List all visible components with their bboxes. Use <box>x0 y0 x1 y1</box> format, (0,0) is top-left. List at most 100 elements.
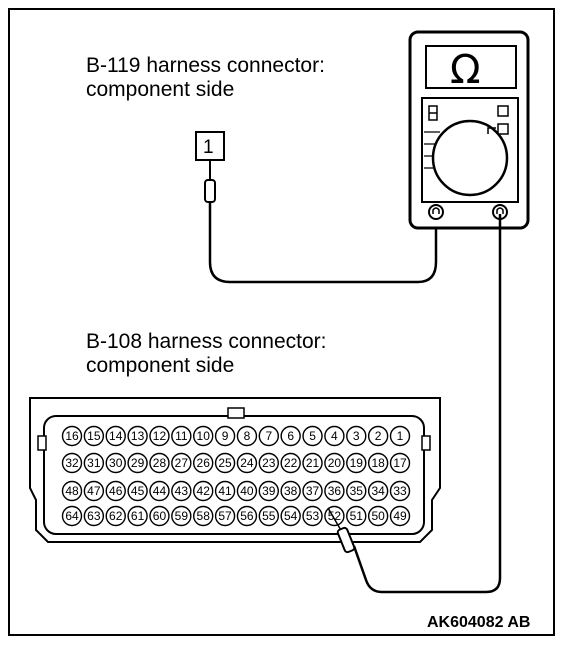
pin-16-label: 16 <box>65 429 79 443</box>
pin-43-circle <box>171 480 192 502</box>
pin-14-label: 14 <box>109 429 123 443</box>
pin-6-label: 6 <box>287 429 294 443</box>
pin-18-label: 18 <box>371 456 385 470</box>
pin-24-label: 24 <box>240 456 254 470</box>
pin-55-circle <box>258 505 279 527</box>
b119-probe-tip <box>204 179 216 203</box>
probe-lead-left <box>208 202 438 284</box>
pin-56-circle <box>236 505 258 527</box>
pin-43-label: 43 <box>175 484 189 498</box>
pin-8-label: 8 <box>244 429 251 443</box>
pin-38-label: 38 <box>284 484 298 498</box>
range-marks <box>424 131 440 169</box>
pin-10-label: 10 <box>197 429 211 443</box>
pin-59-circle <box>171 505 192 527</box>
ohm-symbol: Ω <box>450 47 481 93</box>
pin-42-circle <box>192 480 214 502</box>
pin-46-label: 46 <box>109 484 123 498</box>
pin-23-label: 23 <box>262 456 276 470</box>
pin-64-circle <box>61 505 83 527</box>
pin-44-circle <box>149 480 170 502</box>
pin-33-label: 33 <box>393 484 407 498</box>
pin-9-circle <box>214 425 236 447</box>
pin-44-label: 44 <box>153 484 167 498</box>
pin-33-circle <box>389 480 411 502</box>
multimeter-display <box>425 45 517 89</box>
pin-21-label: 21 <box>306 456 320 470</box>
pin-63-label: 63 <box>87 509 101 523</box>
b119-label-line1: B-119 harness connector: <box>86 54 325 77</box>
pin-35-circle <box>346 480 367 502</box>
pin-64-label: 64 <box>65 509 79 523</box>
pin-5-circle <box>302 425 323 447</box>
pin-51-label: 51 <box>350 509 364 523</box>
pin-49-circle <box>389 505 411 527</box>
pin-53-label: 53 <box>306 509 320 523</box>
b108-latch <box>227 407 245 419</box>
pin-38-circle <box>280 480 301 502</box>
pin-32-circle <box>61 452 83 474</box>
pin-27-label: 27 <box>175 456 189 470</box>
pin-39-label: 39 <box>262 484 276 498</box>
pin-4-label: 4 <box>331 429 338 443</box>
pin-36-label: 36 <box>328 484 342 498</box>
pin-20-label: 20 <box>328 456 342 470</box>
pin-42-label: 42 <box>197 484 211 498</box>
button-top <box>497 105 509 117</box>
pin-18-circle <box>367 452 389 474</box>
pin-26-circle <box>192 452 214 474</box>
pin-50-circle <box>367 505 389 527</box>
pin-25-circle <box>214 452 236 474</box>
pin-60-label: 60 <box>153 509 167 523</box>
pin-17-circle <box>389 452 411 474</box>
pin-14-circle <box>105 425 126 447</box>
b108-side-lock-right <box>421 435 431 451</box>
pin-57-label: 57 <box>218 509 232 523</box>
pin-19-circle <box>346 452 367 474</box>
pin-40-label: 40 <box>240 484 254 498</box>
b108-probe <box>327 507 356 554</box>
selector-dial <box>431 119 509 197</box>
probe-lead-right <box>352 214 502 594</box>
pin-57-circle <box>214 505 236 527</box>
pin-53-circle <box>302 505 323 527</box>
pin-37-circle <box>302 480 323 502</box>
pin-56-label: 56 <box>240 509 254 523</box>
pin-62-label: 62 <box>109 509 123 523</box>
pin-26-label: 26 <box>197 456 211 470</box>
pin-19-label: 19 <box>350 456 364 470</box>
pin-41-label: 41 <box>218 484 232 498</box>
b119-terminal-number: 1 <box>203 137 214 158</box>
pin-45-label: 45 <box>131 484 145 498</box>
pin-50-label: 50 <box>371 509 385 523</box>
pin-55-label: 55 <box>262 509 276 523</box>
pin-21-circle <box>302 452 323 474</box>
pin-41-circle <box>214 480 236 502</box>
pin-32-label: 32 <box>65 456 79 470</box>
pin-28-label: 28 <box>153 456 167 470</box>
pin-12-circle <box>149 425 170 447</box>
pin-11-circle <box>171 425 192 447</box>
pin-11-label: 11 <box>175 429 188 443</box>
pin-61-circle <box>127 505 148 527</box>
jack-left <box>428 204 444 220</box>
pin-2-circle <box>367 425 389 447</box>
multimeter: Ω <box>408 30 530 230</box>
pin-40-circle <box>236 480 258 502</box>
pin-58-label: 58 <box>197 509 211 523</box>
pin-23-circle <box>258 452 279 474</box>
pin-1-circle <box>389 425 411 447</box>
pin-34-circle <box>367 480 389 502</box>
pin-15-circle <box>83 425 105 447</box>
pin-3-label: 3 <box>353 429 360 443</box>
pin-9-label: 9 <box>222 429 229 443</box>
pin-39-circle <box>258 480 279 502</box>
pin-5-label: 5 <box>309 429 316 443</box>
b108-label-line1: B-108 harness connector: <box>86 330 326 353</box>
pin-16-circle <box>61 425 83 447</box>
pin-3-circle <box>346 425 367 447</box>
pin-34-label: 34 <box>371 484 385 498</box>
